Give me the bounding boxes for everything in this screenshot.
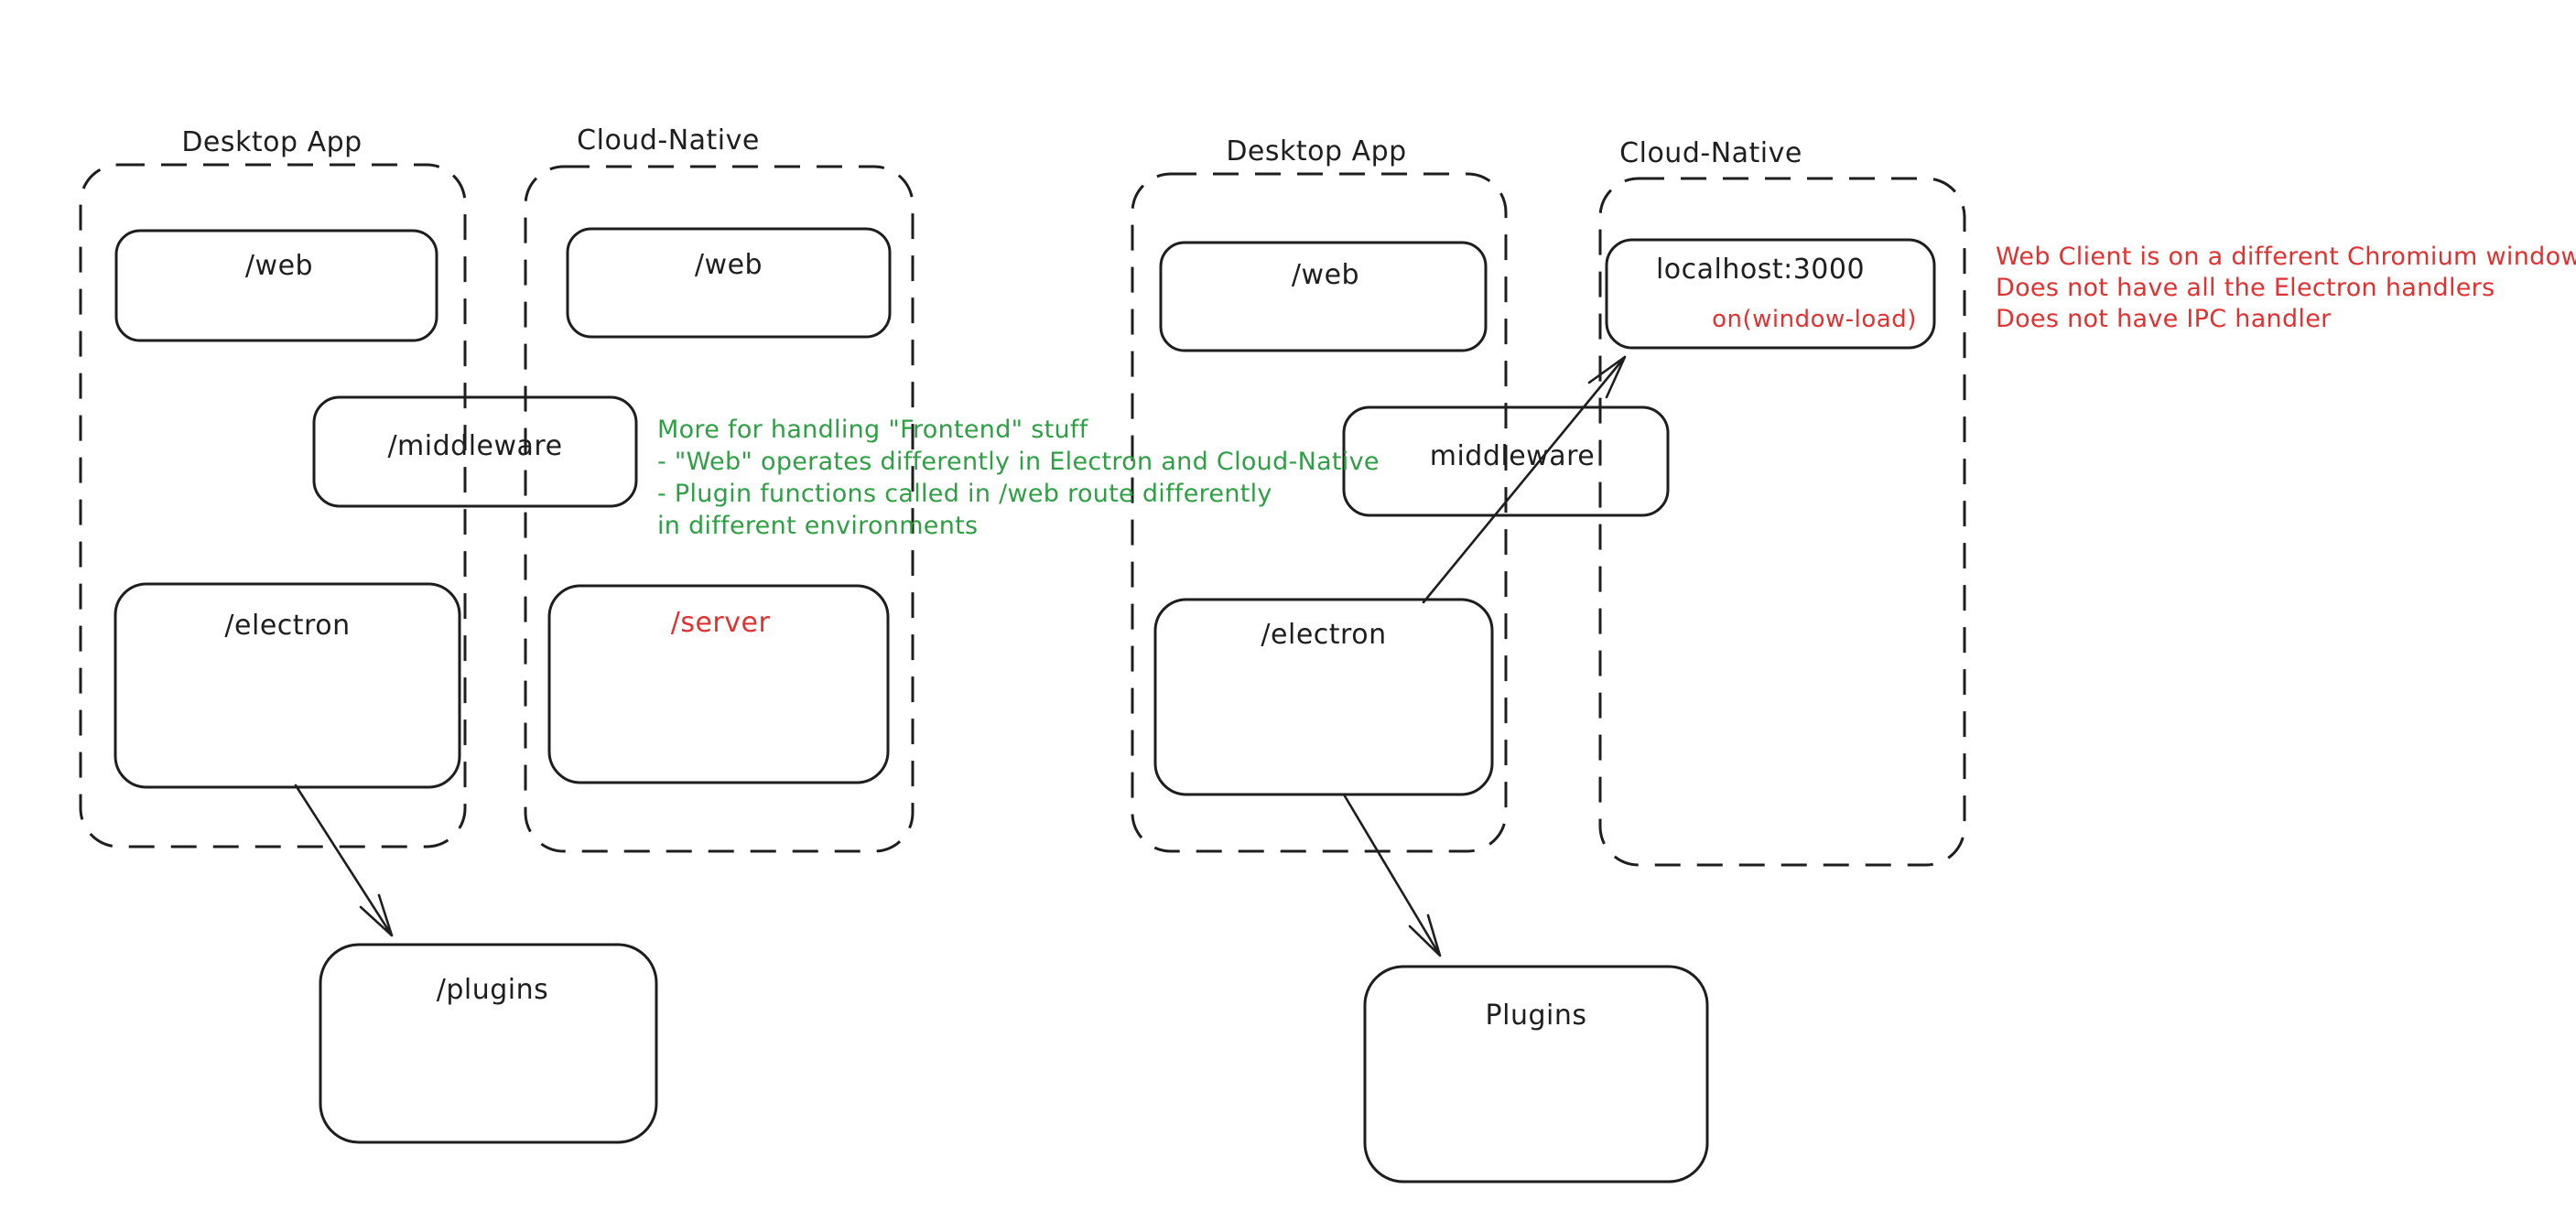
right-cloud-native-container bbox=[1598, 177, 1966, 867]
right-arrow-electron-to-localhost bbox=[1422, 355, 1627, 604]
left-cloud-web-box bbox=[566, 227, 892, 339]
left-middleware-box bbox=[312, 395, 638, 508]
right-plugins-label: Plugins bbox=[1485, 1000, 1587, 1032]
right-middleware-box bbox=[1342, 405, 1670, 517]
right-electron-box bbox=[1153, 598, 1494, 796]
green-annotation-note: More for handling "Frontend" stuff - "We… bbox=[657, 414, 1380, 542]
right-plugins-box bbox=[1363, 965, 1709, 1183]
left-server-label: /server bbox=[670, 607, 771, 639]
left-desktop-group-label: Desktop App bbox=[181, 126, 363, 158]
right-web-box bbox=[1159, 241, 1488, 352]
left-desktop-web-box bbox=[114, 229, 438, 342]
red-note-line: Web Client is on a different Chromium wi… bbox=[1996, 243, 2576, 271]
left-plugins-box bbox=[319, 943, 658, 1144]
red-note-line: Does not have all the Electron handlers bbox=[1996, 274, 2495, 302]
left-desktop-web-label: /web bbox=[244, 250, 314, 282]
right-middleware-label: middleware bbox=[1429, 440, 1596, 472]
right-desktop-app-container bbox=[1131, 172, 1508, 853]
right-cloud-group-label: Cloud-Native bbox=[1619, 137, 1802, 169]
green-note-line: - "Web" operates differently in Electron… bbox=[657, 448, 1380, 476]
left-server-box bbox=[547, 584, 890, 784]
green-note-line: More for handling "Frontend" stuff bbox=[657, 416, 1088, 444]
red-note-line: Does not have IPC handler bbox=[1996, 305, 2332, 333]
right-window-load-label: on(window-load) bbox=[1712, 306, 1917, 333]
left-electron-box bbox=[114, 582, 461, 789]
right-localhost-box bbox=[1605, 238, 1936, 350]
left-cloud-native-container bbox=[524, 165, 915, 853]
left-cloud-web-label: /web bbox=[694, 249, 763, 281]
green-note-line: - Plugin functions called in /web route … bbox=[657, 480, 1272, 508]
left-cloud-group-label: Cloud-Native bbox=[577, 124, 760, 157]
right-arrow-electron-to-plugins bbox=[1342, 793, 1442, 957]
green-note-line: in different environments bbox=[657, 512, 979, 540]
right-electron-label: /electron bbox=[1261, 619, 1387, 651]
red-annotation-note: Web Client is on a different Chromium wi… bbox=[1996, 242, 2576, 335]
right-web-label: /web bbox=[1291, 259, 1360, 291]
right-localhost-label: localhost:3000 bbox=[1655, 254, 1866, 286]
right-desktop-group-label: Desktop App bbox=[1226, 135, 1407, 168]
left-arrow-electron-to-plugins bbox=[294, 784, 394, 937]
left-desktop-app-container bbox=[79, 163, 467, 848]
left-electron-label: /electron bbox=[224, 610, 351, 642]
left-plugins-label: /plugins bbox=[436, 974, 549, 1006]
left-middleware-label: /middleware bbox=[387, 430, 563, 462]
